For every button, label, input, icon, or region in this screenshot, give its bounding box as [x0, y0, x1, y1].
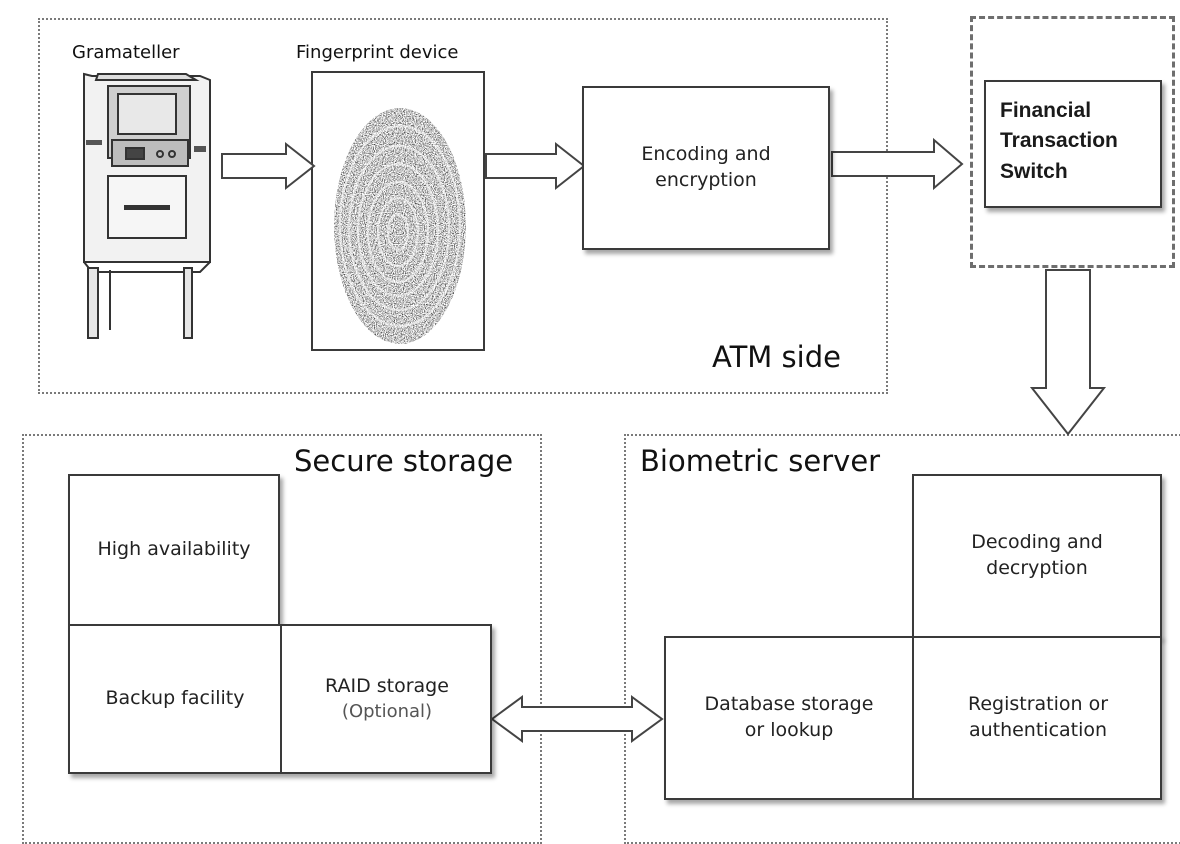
switch-line-1: Financial	[1000, 99, 1092, 122]
atm-machine-illustration	[83, 72, 211, 339]
switch-region	[970, 16, 1175, 268]
arrow-switch-to-server	[1029, 269, 1107, 436]
arrow-storage-server-bidirectional	[490, 695, 664, 743]
atm-side-title: ATM side	[712, 340, 841, 374]
biometric-server-title: Biometric server	[640, 444, 881, 478]
fingerprint-device-label: Fingerprint device	[296, 42, 459, 63]
arrow-encoding-to-switch	[831, 137, 964, 191]
database-line-2: or lookup	[744, 719, 834, 741]
switch-line-3: Switch	[1000, 159, 1068, 183]
database-registration-box: Database storage or lookup Registration …	[664, 636, 1162, 800]
raid-optional-label: (Optional)	[341, 700, 433, 722]
decoding-line-2: decryption	[986, 557, 1088, 579]
registration-line-2: authentication	[968, 719, 1108, 741]
encoding-line-1: Encoding and	[641, 143, 771, 166]
gramateller-label: Gramateller	[72, 42, 180, 63]
high-availability-label: High availability	[97, 538, 251, 561]
fingerprint-icon	[334, 108, 466, 344]
encoding-line-2: encryption	[655, 169, 757, 191]
encoding-encryption-box: Encoding and encryption	[582, 86, 830, 250]
decoding-line-1: Decoding and	[971, 531, 1103, 554]
backup-raid-box: Backup facility RAID storage (Optional)	[68, 624, 492, 774]
high-availability-box: High availability	[68, 474, 280, 626]
registration-line-1: Registration or	[967, 693, 1109, 716]
secure-storage-title: Secure storage	[294, 444, 514, 478]
switch-line-2: Transaction	[1000, 129, 1118, 153]
arrow-atm-to-fingerprint	[221, 141, 316, 191]
atm-side-region	[38, 18, 888, 394]
database-line-1: Database storage	[704, 693, 874, 716]
arrow-fingerprint-to-encoding	[485, 141, 586, 191]
decoding-decryption-box: Decoding and decryption	[912, 474, 1162, 638]
raid-storage-label: RAID storage	[325, 675, 449, 698]
financial-transaction-switch-box: Financial Transaction Switch	[984, 80, 1162, 208]
backup-facility-label: Backup facility	[105, 687, 245, 710]
